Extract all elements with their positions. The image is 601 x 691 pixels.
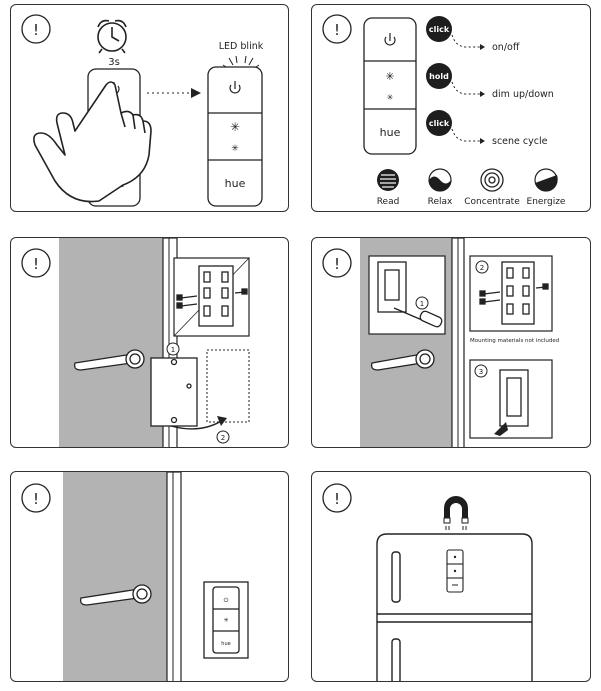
leader-line-1 [451, 34, 480, 48]
hold-badge [426, 63, 452, 89]
leader-arrow-1-icon [480, 44, 485, 50]
screwdriver-icon [393, 307, 443, 328]
power-icon [384, 33, 396, 46]
step-badge-2 [216, 430, 230, 444]
attention-icon [322, 483, 352, 513]
panel-fridge: ! [311, 471, 591, 682]
panel-mount-wall-art: ! 1 [21, 238, 250, 447]
mounting-note: Mounting materials not included [470, 338, 559, 344]
action-badge-1: click [429, 25, 450, 34]
door-surface [59, 238, 163, 447]
scene-label-read: Read [377, 197, 400, 207]
door-handle-icon [370, 349, 435, 371]
click-badge-1 [426, 16, 452, 42]
alarm-clock-icon [97, 19, 127, 54]
dimmer-switch [363, 17, 417, 155]
attention-icon [322, 14, 352, 44]
panel-mounted-art: ! ⏻ ✳ hue [21, 472, 249, 681]
brand-label-after: hue [225, 177, 246, 190]
brightness-up-icon-after: ✳ [230, 120, 240, 134]
concentrate-scene-icon [480, 168, 504, 192]
leader-arrow-2-icon [480, 91, 485, 97]
step-3-number: 3 [479, 368, 483, 376]
arrow-head-icon [191, 88, 201, 98]
step-badge-2 [475, 260, 489, 274]
attention-icon [322, 248, 352, 278]
door-surface [63, 472, 167, 681]
action-desc-2: dim up/down [492, 89, 554, 100]
old-switch-icon [377, 261, 407, 313]
panel-fridge-art: ! [322, 483, 533, 681]
scene-label-energize: Energize [527, 197, 566, 207]
panel-replace-switch: ! 1 2 [311, 237, 591, 448]
attention-glyph: ! [334, 255, 340, 273]
read-scene-icon [377, 169, 399, 191]
attention-icon [21, 483, 51, 513]
attention-glyph: ! [33, 490, 39, 508]
brand-label: hue [380, 126, 401, 139]
panel-reset-art: ! 3s ✳ hue LED blink [21, 14, 264, 207]
step-1-number: 1 [171, 346, 175, 354]
attention-icon [21, 248, 51, 278]
door-frame [166, 472, 182, 681]
action-badge-2: hold [429, 72, 449, 81]
dotted-outline-plate [206, 349, 250, 423]
attention-glyph: ! [33, 255, 39, 273]
wall-plate-icon [501, 261, 535, 325]
screw-icon [176, 288, 248, 309]
door-handle-icon [73, 349, 145, 371]
new-switch-icon [499, 369, 529, 427]
step-badge-1 [166, 342, 180, 356]
leader-arrow-3-icon [480, 138, 485, 144]
step-badge-3 [474, 364, 488, 378]
magnet-icon [443, 496, 469, 530]
panel-functions-art: ! ✳ ✳ hue click on/off hold dim up/down … [322, 14, 566, 207]
curved-arrow-head-icon [217, 416, 227, 426]
attention-glyph: ! [33, 21, 39, 39]
hand-icon [33, 81, 152, 203]
power-icon: ⏻ [224, 597, 229, 604]
brightness-down-icon-after: ✳ [231, 144, 239, 154]
action-badge-3: click [429, 119, 450, 128]
mounted-dimmer-switch [203, 581, 249, 659]
click-badge-2 [426, 110, 452, 136]
led-blink-label: LED blink [219, 41, 264, 52]
step-2-number: 2 [221, 434, 225, 442]
power-icon-after [229, 81, 241, 94]
hold-time-label: 3s [108, 57, 120, 68]
panel-mounted: ! ⏻ ✳ hue [10, 471, 289, 682]
panel-functions: ! ✳ ✳ hue click on/off hold dim up/down … [311, 4, 591, 212]
energize-scene-icon [534, 168, 558, 192]
screw-icon [479, 283, 549, 305]
brand-label: hue [221, 641, 230, 647]
action-desc-3: scene cycle [492, 136, 548, 147]
action-desc-1: on/off [492, 42, 520, 53]
relax-scene-icon [428, 168, 452, 192]
curved-arrow [170, 419, 224, 430]
attention-glyph: ! [334, 21, 340, 39]
brightness-up-icon: ✳ [385, 70, 394, 83]
scene-label-concentrate: Concentrate [464, 197, 520, 207]
step-badge-1 [415, 296, 429, 310]
door-handle-icon [79, 584, 152, 606]
leader-line-2 [451, 81, 480, 95]
step-2-number: 2 [480, 264, 484, 272]
brightness-down-icon: ✳ [387, 93, 394, 102]
panel-reset: ! 3s ✳ hue LED blink [10, 4, 289, 212]
mounting-plate-icon [150, 357, 198, 427]
step-1-number: 1 [420, 300, 424, 308]
fridge-icon [376, 533, 533, 681]
attention-icon [21, 14, 51, 44]
wall-plate-icon [198, 265, 234, 327]
power-icon [453, 555, 457, 559]
dimmer-switch-after [207, 66, 263, 207]
leader-line-3 [451, 128, 480, 142]
panel-mount-wall: ! 1 [10, 237, 289, 448]
brightness-up-icon [453, 569, 457, 573]
brightness-up-icon: ✳ [223, 617, 228, 624]
attention-glyph: ! [334, 490, 340, 508]
panel-replace-switch-art: ! 1 2 [322, 238, 559, 447]
scene-label-relax: Relax [428, 197, 453, 207]
insert-arrow-icon [494, 422, 508, 436]
